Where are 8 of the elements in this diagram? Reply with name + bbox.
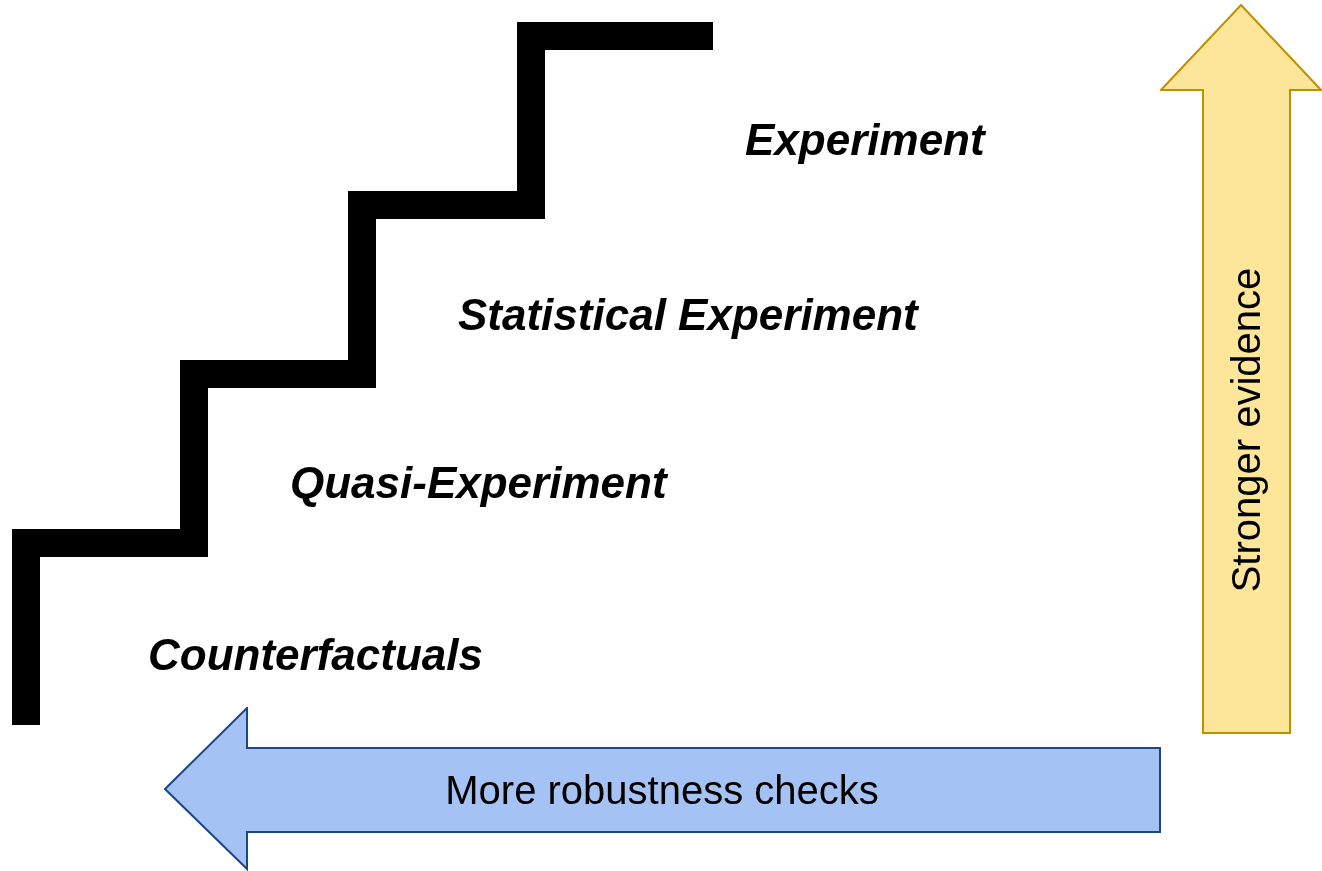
step-label: Experiment <box>745 118 985 162</box>
step-label: Counterfactuals <box>148 633 483 677</box>
left-block-arrow <box>164 707 1162 871</box>
step-label: Statistical Experiment <box>458 293 918 337</box>
arrow-label: Stronger evidence <box>1226 267 1266 593</box>
step-label: Quasi-Experiment <box>290 461 667 505</box>
up-block-arrow <box>1160 4 1322 734</box>
arrow-label: More robustness checks <box>445 770 879 810</box>
